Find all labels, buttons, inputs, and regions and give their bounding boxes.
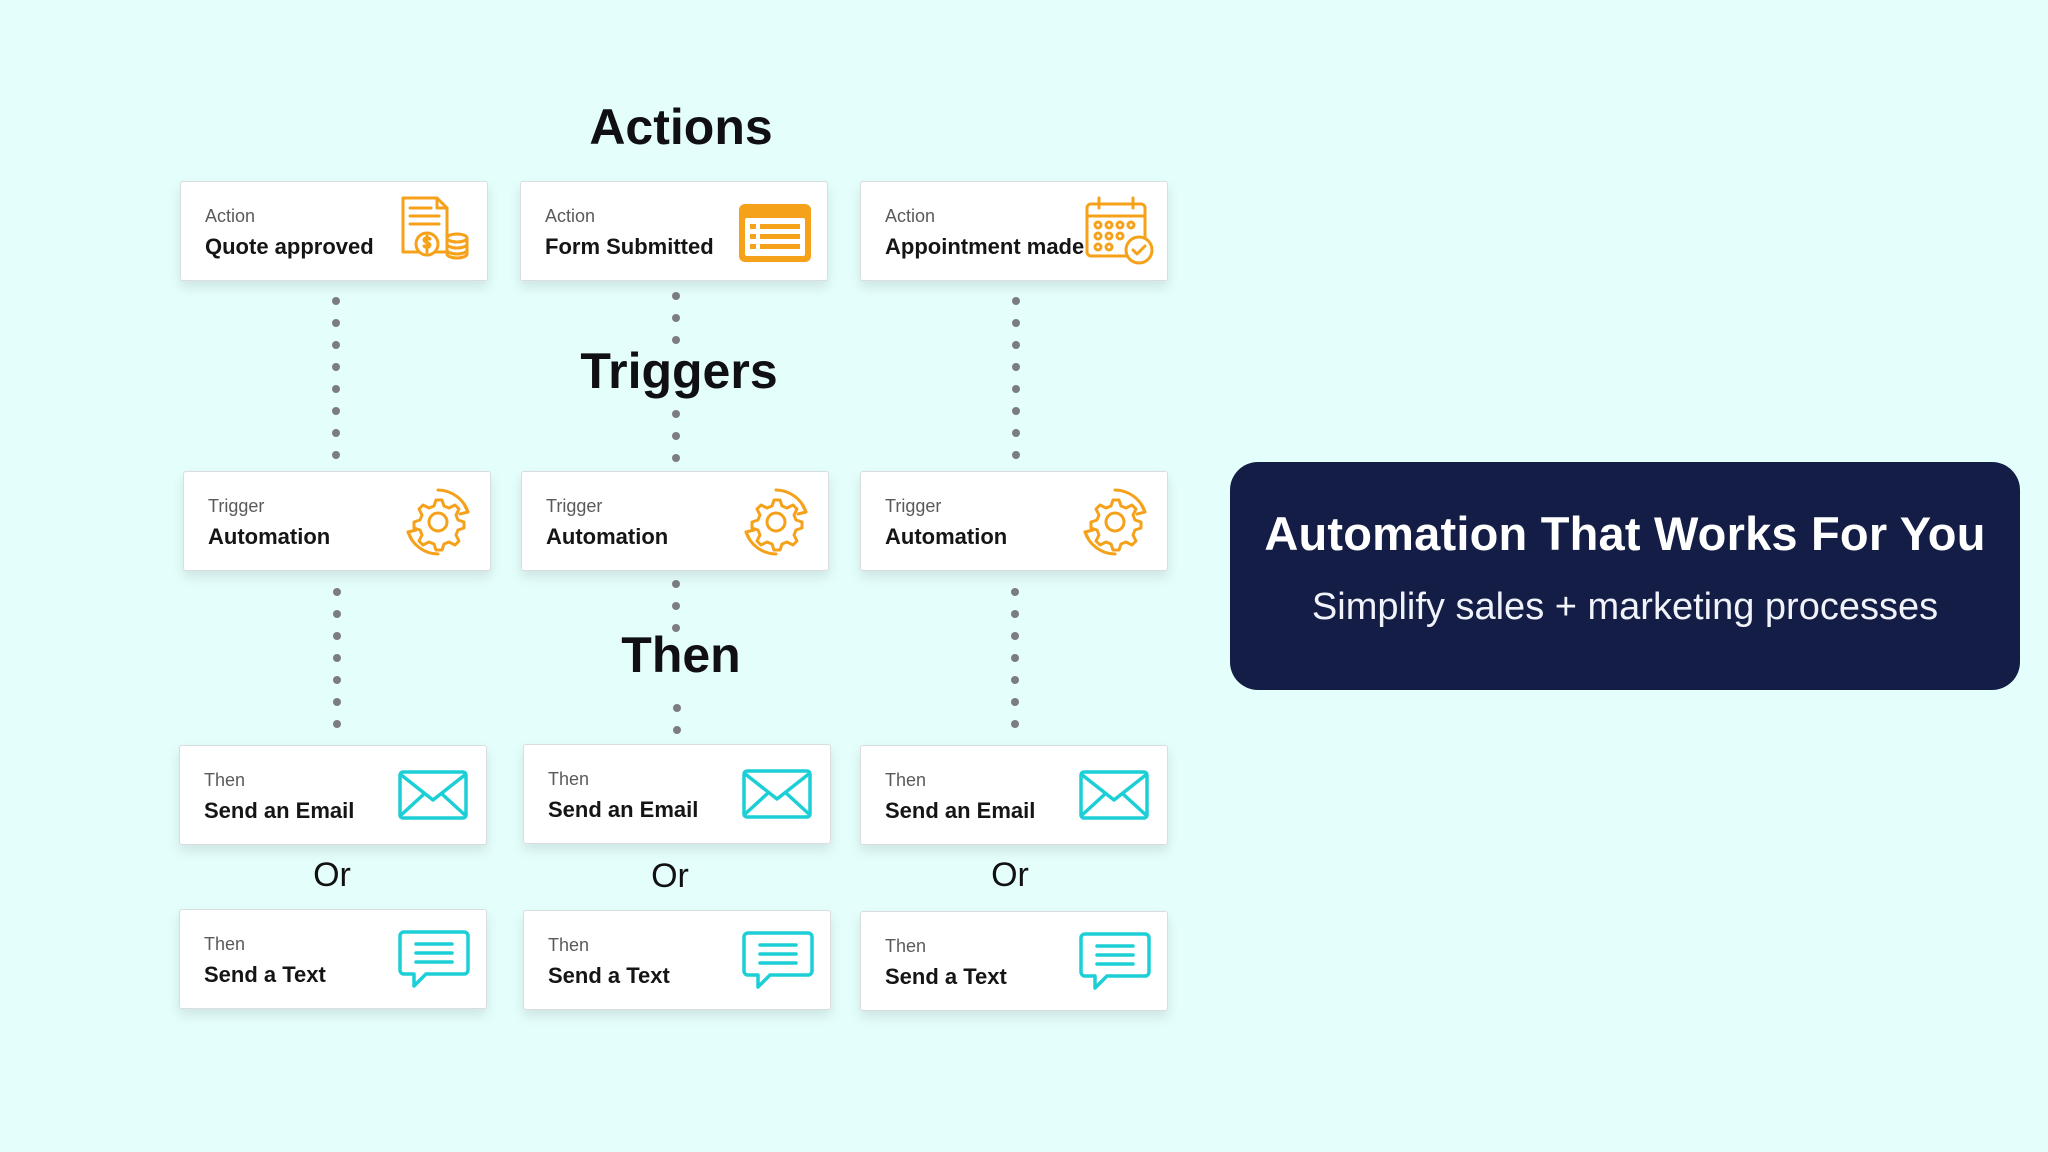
form-list-icon [737, 194, 813, 270]
card-title: Send an Email [204, 798, 355, 823]
envelope-icon [396, 758, 472, 834]
calendar-check-icon [1083, 194, 1159, 270]
action-card-quote-approved: Action Quote approved [180, 181, 488, 281]
gear-cycle-icon [738, 484, 814, 560]
connector-col3-top [1012, 297, 1022, 473]
card-title: Send a Text [548, 963, 670, 988]
promo-title: Automation That Works For You [1264, 507, 1986, 560]
card-title: Send a Text [204, 962, 326, 987]
or-label-1: Or [313, 856, 351, 894]
text-card-1: Then Send a Text [179, 909, 487, 1009]
action-card-appointment-made: Action Appointment made [860, 181, 1168, 281]
envelope-icon [740, 757, 816, 833]
email-card-2: Then Send an Email [523, 744, 831, 844]
card-kind-label: Trigger [208, 496, 265, 516]
quote-document-coins-icon [397, 194, 473, 270]
actions-heading: Actions [589, 99, 773, 155]
card-title: Send an Email [885, 798, 1036, 823]
card-title: Quote approved [205, 234, 374, 259]
connector-col1-top [332, 297, 342, 473]
gear-cycle-icon [400, 484, 476, 560]
card-title: Send an Email [548, 797, 699, 822]
text-card-2: Then Send a Text [523, 910, 831, 1010]
card-kind-label: Then [204, 770, 246, 790]
gear-cycle-icon [1077, 484, 1153, 560]
card-kind-label: Then [548, 935, 590, 955]
chat-bubble-icon [740, 923, 816, 999]
card-title: Automation [546, 524, 669, 549]
card-kind-label: Then [548, 769, 590, 789]
action-card-form-submitted: Action Form Submitted [520, 181, 828, 281]
envelope-icon [1077, 758, 1153, 834]
card-kind-label: Action [205, 206, 256, 226]
card-kind-label: Trigger [885, 496, 942, 516]
connector-col2-top-a [672, 292, 682, 358]
card-kind-label: Action [885, 206, 936, 226]
trigger-card-3: Trigger Automation [860, 471, 1168, 571]
text-card-3: Then Send a Text [860, 911, 1168, 1011]
then-heading: Then [621, 627, 741, 683]
chat-bubble-icon [396, 922, 472, 998]
email-card-3: Then Send an Email [860, 745, 1168, 845]
card-kind-label: Trigger [546, 496, 603, 516]
card-title: Automation [208, 524, 331, 549]
promo-panel: Automation That Works For You Simplify s… [1230, 462, 2020, 690]
card-title: Appointment made [885, 234, 1085, 259]
card-kind-label: Action [545, 206, 596, 226]
triggers-heading: Triggers [580, 343, 778, 399]
connector-col1-bottom [333, 588, 343, 742]
or-label-2: Or [651, 857, 689, 895]
card-kind-label: Then [885, 770, 927, 790]
or-label-3: Or [991, 856, 1029, 894]
connector-col2-bottom-a [672, 580, 682, 646]
card-title: Form Submitted [545, 234, 714, 259]
card-kind-label: Then [885, 936, 927, 956]
promo-subtitle: Simplify sales + marketing processes [1311, 586, 1939, 628]
chat-bubble-icon [1077, 924, 1153, 1000]
connector-col3-bottom [1011, 588, 1021, 742]
connector-col2-top-b [672, 410, 682, 476]
card-title: Send a Text [885, 964, 1007, 989]
email-card-1: Then Send an Email [179, 745, 487, 845]
trigger-card-1: Trigger Automation [183, 471, 491, 571]
connector-col2-bottom-b [673, 704, 683, 748]
trigger-card-2: Trigger Automation [521, 471, 829, 571]
card-title: Automation [885, 524, 1008, 549]
card-kind-label: Then [204, 934, 246, 954]
